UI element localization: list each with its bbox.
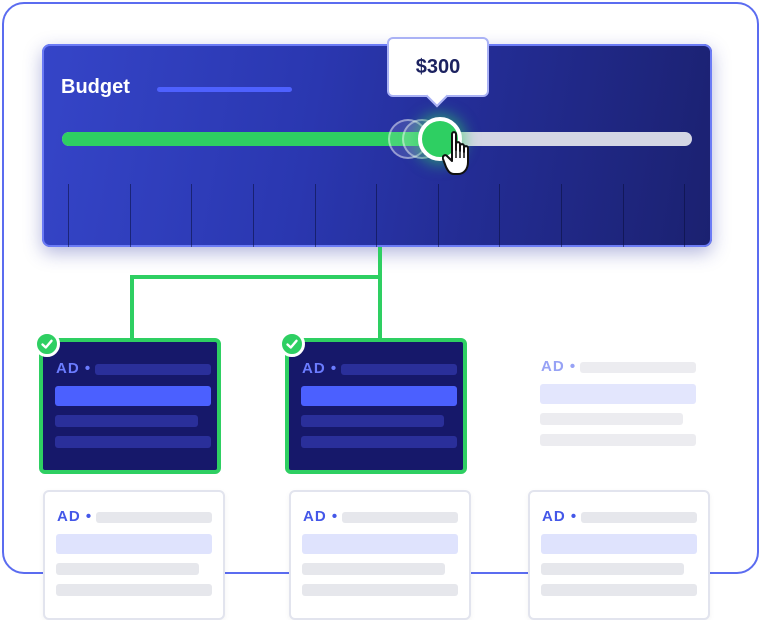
- grid-line: [623, 184, 624, 247]
- grid-line: [130, 184, 131, 247]
- ad-line: [56, 563, 199, 575]
- ad-line: [301, 415, 444, 427]
- ad-line: [540, 434, 696, 446]
- ad-headline-bar: [301, 386, 457, 406]
- ad-label: AD •: [541, 358, 577, 375]
- ad-line: [341, 364, 457, 375]
- ad-card-selected[interactable]: AD •: [285, 338, 467, 474]
- hand-cursor-icon: [442, 131, 469, 175]
- ad-label: AD •: [542, 508, 578, 525]
- connector-line: [378, 247, 382, 343]
- grid-line: [191, 184, 192, 247]
- ad-card[interactable]: AD •: [289, 490, 471, 620]
- slider-fill: [62, 132, 440, 146]
- ad-line: [96, 512, 212, 523]
- grid-line: [438, 184, 439, 247]
- ad-line: [541, 584, 697, 596]
- check-icon: [34, 331, 60, 357]
- ad-line: [580, 362, 696, 373]
- budget-value-tooltip: $300: [387, 37, 489, 97]
- budget-title: Budget: [61, 76, 130, 98]
- grid-line: [561, 184, 562, 247]
- ad-line: [55, 415, 198, 427]
- grid-line: [499, 184, 500, 247]
- budget-panel: Budget: [42, 44, 712, 247]
- grid-line: [68, 184, 69, 247]
- ad-headline-bar: [540, 384, 696, 404]
- ad-headline-bar: [56, 534, 212, 554]
- ad-line: [581, 512, 697, 523]
- ad-card[interactable]: AD •: [528, 490, 710, 620]
- budget-slider[interactable]: [62, 132, 692, 146]
- ad-line: [342, 512, 458, 523]
- title-underline: [157, 87, 292, 92]
- grid-line: [376, 184, 377, 247]
- ad-line: [56, 584, 212, 596]
- connector-line: [130, 275, 134, 343]
- ad-label: AD •: [303, 508, 339, 525]
- grid-line: [253, 184, 254, 247]
- grid-line: [315, 184, 316, 247]
- ad-line: [302, 563, 445, 575]
- connector-line: [130, 275, 382, 279]
- ad-headline-bar: [55, 386, 211, 406]
- ad-line: [302, 584, 458, 596]
- ad-card-faded[interactable]: AD •: [528, 346, 710, 466]
- check-icon: [279, 331, 305, 357]
- ad-line: [301, 436, 457, 448]
- grid-line: [684, 184, 685, 247]
- ad-card[interactable]: AD •: [43, 490, 225, 620]
- ad-line: [55, 436, 211, 448]
- ad-label: AD •: [302, 360, 338, 377]
- ad-card-selected[interactable]: AD •: [39, 338, 221, 474]
- ad-headline-bar: [541, 534, 697, 554]
- ad-line: [541, 563, 684, 575]
- ad-label: AD •: [56, 360, 92, 377]
- ad-headline-bar: [302, 534, 458, 554]
- ad-line: [95, 364, 211, 375]
- ad-label: AD •: [57, 508, 93, 525]
- ad-line: [540, 413, 683, 425]
